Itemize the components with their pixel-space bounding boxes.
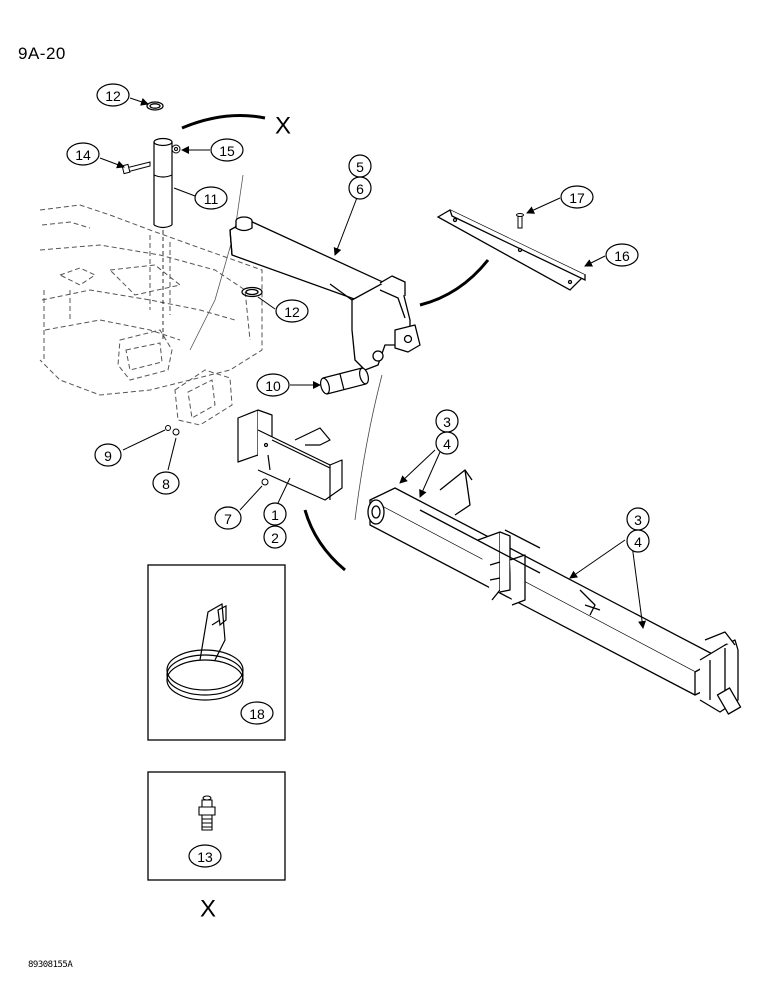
callout-12-top: 12 bbox=[96, 83, 130, 107]
cover-plate bbox=[436, 209, 587, 291]
pivot-pin bbox=[153, 137, 173, 340]
reference-mark-x-top: X bbox=[275, 113, 291, 140]
callout-1: 1 bbox=[263, 502, 287, 526]
page-number: 9A-20 bbox=[18, 44, 66, 63]
grease-fitting bbox=[198, 795, 216, 831]
hose-coil bbox=[166, 603, 244, 701]
leader-11 bbox=[173, 187, 196, 197]
leader-5 bbox=[333, 194, 359, 256]
svg-text:13: 13 bbox=[197, 849, 213, 865]
callout-17: 17 bbox=[560, 185, 594, 209]
callout-15: 15 bbox=[210, 138, 244, 162]
snap-ring-lower bbox=[241, 286, 263, 298]
assembly-arrow-cover bbox=[419, 259, 490, 307]
callout-11: 11 bbox=[194, 186, 228, 210]
ghost-link-line bbox=[189, 174, 244, 351]
snap-ring-top bbox=[146, 101, 164, 111]
screw bbox=[516, 213, 524, 229]
svg-text:12: 12 bbox=[284, 304, 300, 320]
leader-8 bbox=[167, 437, 177, 471]
callout-9: 9 bbox=[94, 443, 122, 467]
leader-16 bbox=[584, 255, 606, 267]
leader-17 bbox=[526, 197, 561, 214]
assembly-arrow-top bbox=[181, 114, 266, 130]
svg-text:9: 9 bbox=[104, 448, 112, 464]
callout-13: 13 bbox=[188, 844, 222, 868]
assembly-guide-line bbox=[354, 374, 383, 521]
leader-3a bbox=[399, 449, 436, 484]
assembly-arrow-beam bbox=[303, 509, 346, 572]
svg-text:3: 3 bbox=[634, 512, 642, 528]
svg-text:8: 8 bbox=[162, 476, 170, 492]
leader-1 bbox=[277, 477, 291, 504]
leader-14 bbox=[99, 157, 125, 169]
callout-7: 7 bbox=[214, 506, 242, 530]
leader-12a bbox=[129, 97, 149, 106]
svg-text:6: 6 bbox=[356, 181, 364, 197]
nut-7 bbox=[261, 478, 269, 486]
callout-16: 16 bbox=[605, 243, 639, 267]
callout-6: 6 bbox=[348, 176, 372, 200]
callout-3-lower: 3 bbox=[626, 507, 650, 531]
hitch-arm bbox=[229, 216, 421, 371]
svg-text:12: 12 bbox=[105, 88, 121, 104]
svg-text:2: 2 bbox=[271, 530, 279, 546]
tube-mount bbox=[237, 409, 343, 501]
svg-text:16: 16 bbox=[614, 248, 630, 264]
svg-text:10: 10 bbox=[265, 378, 281, 394]
callout-10: 10 bbox=[256, 373, 290, 397]
ghost-main-frame bbox=[39, 204, 263, 426]
callout-5: 5 bbox=[348, 154, 372, 178]
leader-4b bbox=[631, 544, 647, 629]
svg-text:4: 4 bbox=[634, 534, 642, 550]
callout-4-upper: 4 bbox=[435, 431, 459, 455]
callout-3-upper: 3 bbox=[435, 409, 459, 433]
reference-mark-x-bottom: X bbox=[200, 896, 216, 923]
svg-text:3: 3 bbox=[443, 414, 451, 430]
bolt bbox=[121, 161, 151, 175]
hitch-pin bbox=[320, 367, 369, 395]
leader-12b bbox=[257, 296, 276, 310]
washer-9 bbox=[165, 425, 171, 431]
callout-14: 14 bbox=[66, 142, 100, 166]
svg-text:18: 18 bbox=[249, 706, 265, 722]
figure-code: 89308155A bbox=[28, 960, 73, 970]
svg-text:15: 15 bbox=[219, 143, 235, 159]
callout-4-lower: 4 bbox=[626, 529, 650, 553]
svg-text:17: 17 bbox=[569, 190, 585, 206]
svg-text:1: 1 bbox=[271, 507, 279, 523]
callout-8: 8 bbox=[152, 471, 180, 495]
svg-text:7: 7 bbox=[224, 511, 232, 527]
leader-3b bbox=[569, 539, 626, 579]
nut bbox=[171, 144, 181, 154]
leader-4a bbox=[419, 451, 441, 498]
main-beam bbox=[367, 469, 742, 715]
callout-2: 2 bbox=[263, 525, 287, 549]
leader-9 bbox=[122, 429, 166, 451]
svg-text:11: 11 bbox=[204, 191, 219, 207]
svg-text:14: 14 bbox=[75, 147, 91, 163]
callout-18: 18 bbox=[240, 701, 274, 725]
leader-7 bbox=[239, 485, 263, 511]
svg-text:4: 4 bbox=[443, 436, 451, 452]
callout-12-lower: 12 bbox=[275, 299, 309, 323]
svg-text:5: 5 bbox=[356, 159, 364, 175]
nut-8 bbox=[172, 428, 180, 436]
